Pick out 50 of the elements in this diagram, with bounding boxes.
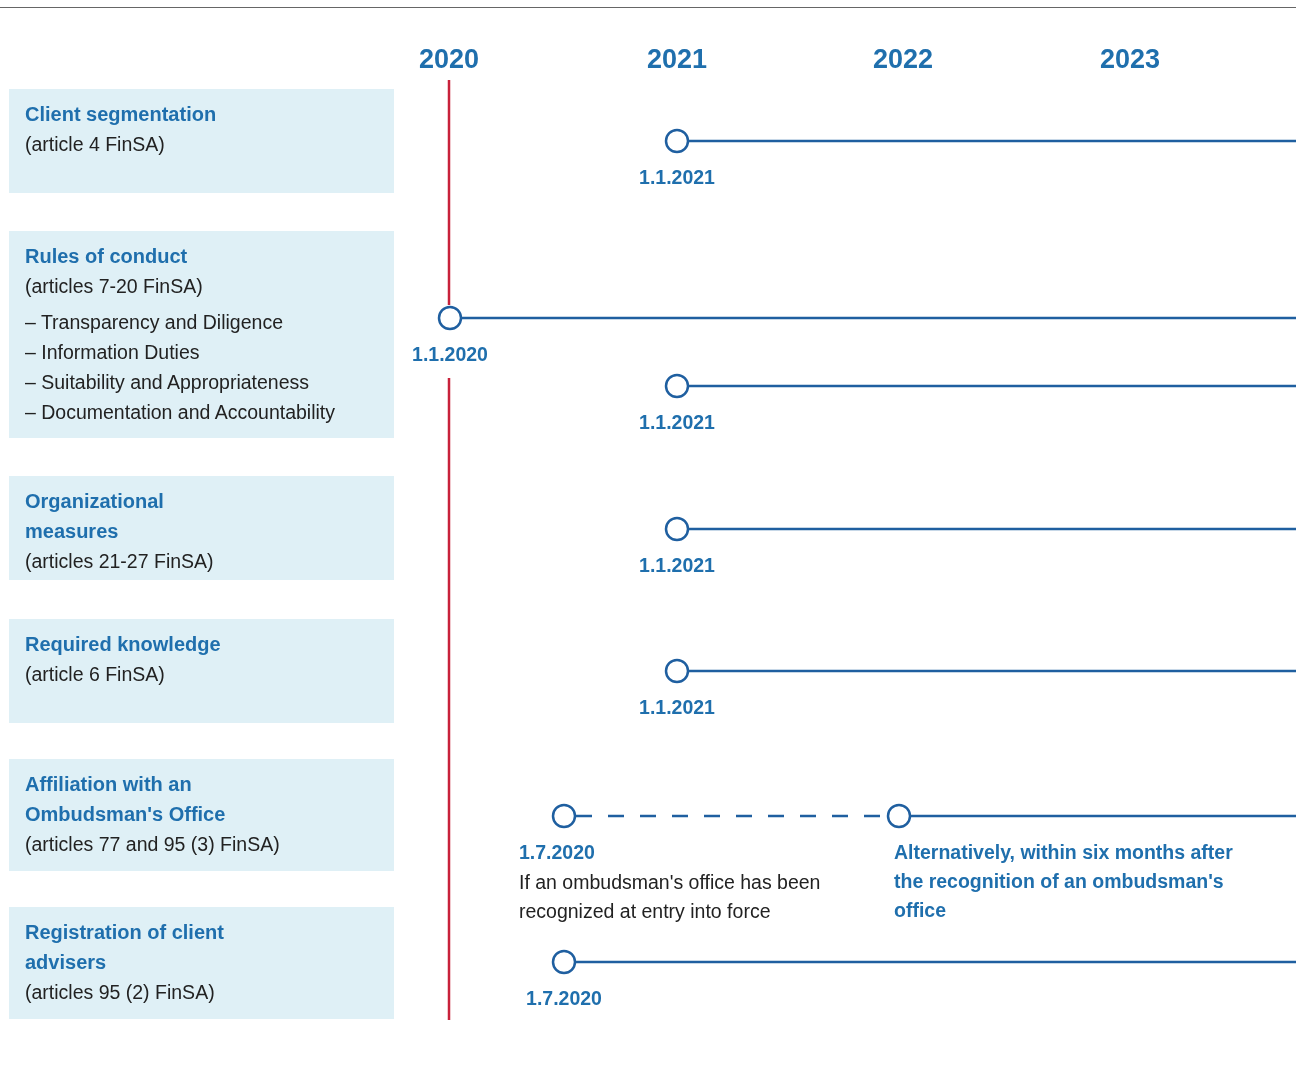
timeline-line	[689, 527, 1296, 531]
date-label: Alternatively, within six months after the recognition of an ombudsman's office	[894, 840, 1234, 923]
topic-panel	[9, 619, 394, 723]
date-label: 1.7.2020	[519, 840, 596, 865]
year-label: 2021	[645, 44, 709, 75]
milestone-circle	[664, 658, 690, 684]
timeline-line	[689, 384, 1296, 388]
timeline-line	[911, 814, 1296, 818]
date-label: 1.1.2020	[411, 342, 489, 367]
timeline-line	[576, 960, 1296, 964]
timeline-line	[462, 316, 1296, 320]
year-label: 2023	[1098, 44, 1162, 75]
article-reference: (articles 77 and 95 (3) FinSA)	[25, 832, 281, 857]
topic-title: Rules of conduct	[25, 244, 189, 269]
milestone-circle	[664, 373, 690, 399]
list-item: – Information Duties	[25, 340, 201, 365]
year-label: 2022	[871, 44, 935, 75]
article-reference: (articles 7-20 FinSA)	[25, 274, 204, 299]
topic-panel	[9, 89, 394, 193]
date-label: 1.7.2020	[525, 986, 603, 1011]
article-reference: (article 6 FinSA)	[25, 662, 166, 687]
topic-panel	[9, 759, 394, 871]
milestone-circle	[551, 803, 577, 829]
article-reference: (articles 95 (2) FinSA)	[25, 980, 216, 1005]
topic-title: Organizational measures	[25, 489, 165, 544]
date-label: 1.1.2021	[638, 695, 716, 720]
timeline-line	[689, 139, 1296, 143]
topic-panel	[9, 231, 394, 438]
note-text: If an ombudsman's office has been recognized at entry into force	[519, 870, 822, 924]
topic-title: Registration of client advisers	[25, 920, 225, 975]
date-label: 1.1.2021	[638, 165, 716, 190]
topic-title: Client segmentation	[25, 102, 218, 127]
list-item: – Documentation and Accountability	[25, 400, 337, 425]
date-label: 1.1.2021	[638, 553, 716, 578]
date-label: 1.1.2021	[638, 410, 716, 435]
article-reference: (article 4 FinSA)	[25, 132, 166, 157]
list-item: – Suitability and Appropriateness	[25, 370, 311, 395]
timeline-line	[689, 669, 1296, 673]
milestone-circle	[664, 516, 690, 542]
year-label: 2020	[417, 44, 481, 75]
article-reference: (articles 21-27 FinSA)	[25, 549, 215, 574]
topic-panel	[9, 907, 394, 1019]
list-item: – Transparency and Diligence	[25, 310, 284, 335]
topic-panel	[9, 476, 394, 580]
topic-title: Affiliation with an Ombudsman's Office	[25, 772, 227, 827]
milestone-circle	[886, 803, 912, 829]
milestone-circle	[437, 305, 463, 331]
milestone-circle	[664, 128, 690, 154]
topic-title: Required knowledge	[25, 632, 222, 657]
milestone-circle	[551, 949, 577, 975]
